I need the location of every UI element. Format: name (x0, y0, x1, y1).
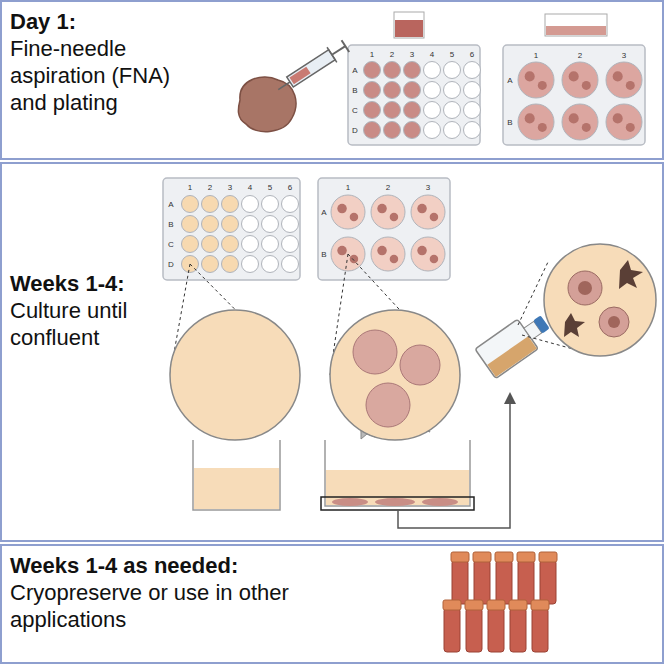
well-plate-label: C (352, 106, 358, 115)
well-plate-label: A (321, 208, 326, 217)
well-plate-label: B (352, 86, 357, 95)
well-plate-label: 1 (346, 183, 350, 192)
stage-band: Weeks 1-4:Culture until confluent (0, 162, 664, 542)
well-plate-label: 2 (390, 50, 394, 59)
well-plate-label: 1 (188, 183, 192, 192)
well-plate-label: B (321, 250, 326, 259)
stage-description: Cryopreserve or use in other application… (10, 579, 380, 633)
well-plate-label: C (168, 240, 174, 249)
well-plate-label: 3 (228, 183, 232, 192)
well-plate-label: A (507, 76, 512, 85)
well-plate-label: 2 (386, 183, 390, 192)
well-plate-label: 1 (534, 51, 538, 60)
stage-band: Weeks 1-4 as needed:Cryopreserve or use … (0, 544, 664, 664)
well-plate-label: D (168, 260, 174, 269)
stage-heading: Day 1: (10, 8, 200, 35)
well-plate-label: 6 (470, 50, 474, 59)
well-plate-label: A (352, 66, 357, 75)
well-plate-label: B (168, 220, 173, 229)
well-plate-label: 2 (578, 51, 582, 60)
well-plate-label: B (507, 118, 512, 127)
well-plate-label: 6 (288, 183, 292, 192)
well-plate-label: 4 (248, 183, 252, 192)
well-plate-label: 1 (370, 50, 374, 59)
well-plate-label: D (352, 126, 358, 135)
stage-heading: Weeks 1-4 as needed: (10, 552, 380, 579)
stage-heading: Weeks 1-4: (10, 270, 165, 297)
well-plate-label: 3 (410, 50, 414, 59)
stage-description: Fine-needle aspiration (FNA) and plating (10, 35, 200, 116)
well-plate-label: 4 (430, 50, 434, 59)
stage-description: Culture until confluent (10, 297, 165, 351)
well-plate-label: 3 (426, 183, 430, 192)
well-plate-label: A (168, 200, 173, 209)
stage-band: Day 1:Fine-needle aspiration (FNA) and p… (0, 0, 664, 160)
well-plate-label: 2 (208, 183, 212, 192)
well-plate-label: 5 (450, 50, 454, 59)
well-plate-label: 5 (268, 183, 272, 192)
well-plate-label: 3 (622, 51, 626, 60)
